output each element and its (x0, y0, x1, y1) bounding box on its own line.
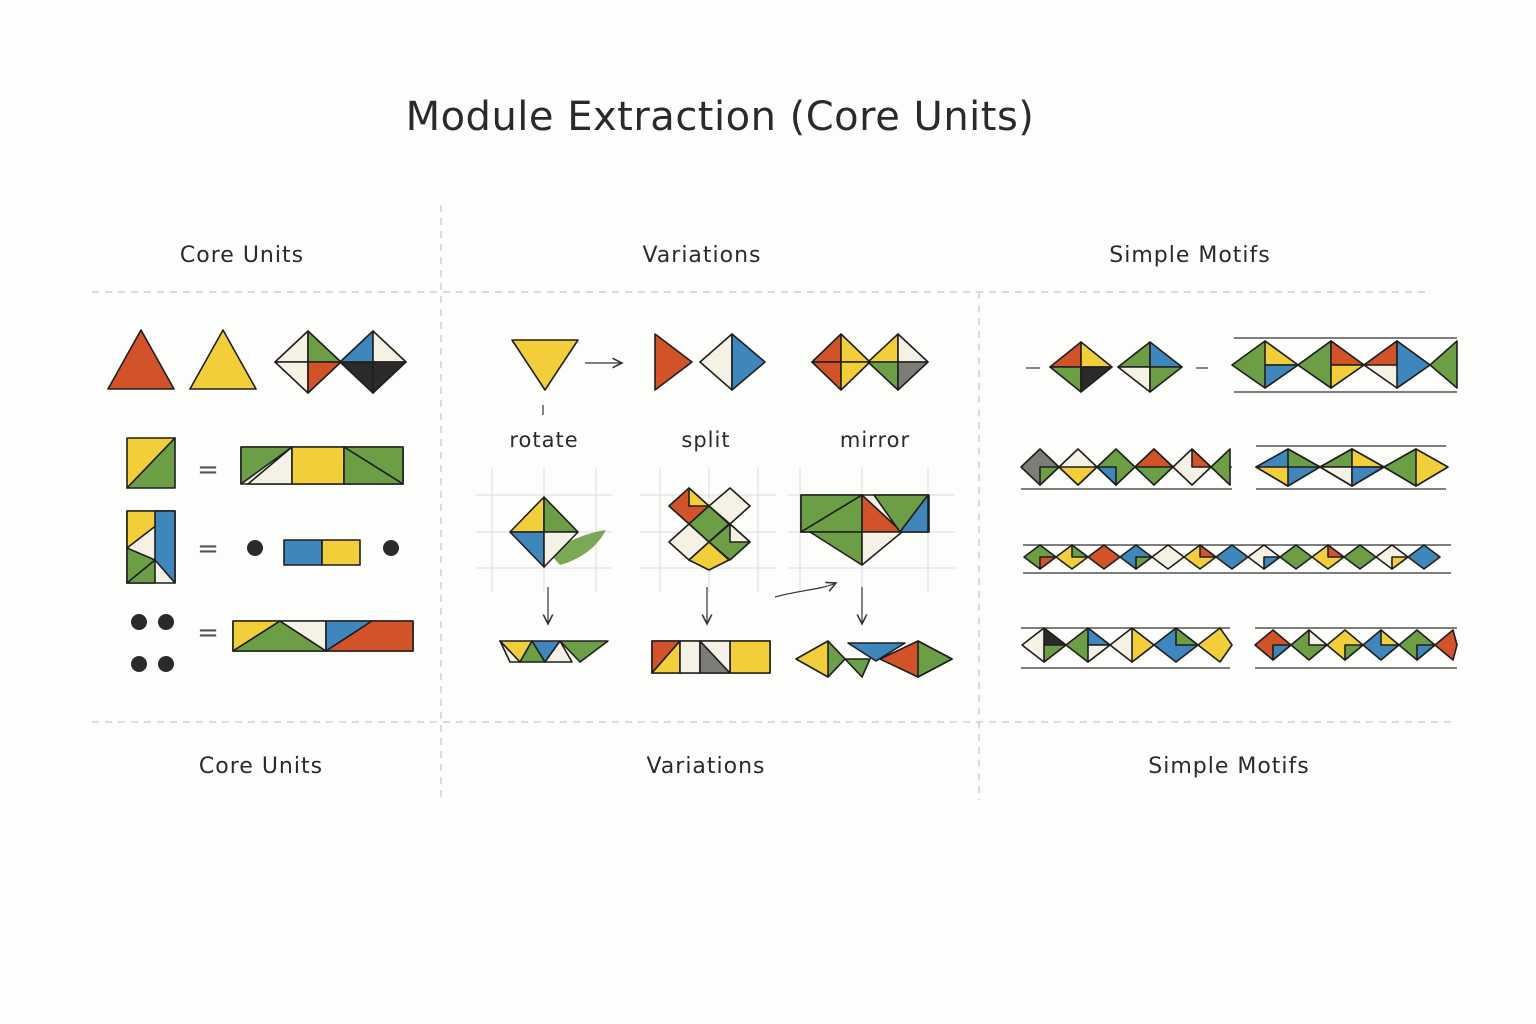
red-triangle-unit (107, 329, 175, 390)
rotate-result-strip (499, 640, 609, 663)
column-footer-variations: Variations (646, 754, 765, 779)
motif-band-3 (1023, 544, 1451, 574)
core-units-panel: = = = (107, 329, 414, 672)
variations-panel: rotate split mirror (476, 333, 955, 678)
split-square-unit (126, 437, 176, 489)
yellow-triangle-unit (189, 329, 257, 390)
equals-sign: = (197, 534, 219, 564)
column-header-core-units: Core Units (180, 243, 304, 268)
equals-sign: = (197, 455, 219, 485)
inverted-yellow-triangle (511, 339, 579, 391)
quartered-diamond-unit-b (339, 330, 407, 394)
motif-band-2a (1020, 448, 1232, 490)
red-right-triangle (654, 333, 693, 391)
operation-label-split: split (681, 428, 730, 452)
motif-diamond-a (1049, 341, 1113, 393)
diagram-title: Module Extraction (Core Units) (406, 94, 1035, 140)
split-diamond (699, 333, 766, 391)
column-header-variations: Variations (642, 243, 761, 268)
split-result-strip (651, 640, 771, 674)
column-footer-core-units: Core Units (199, 754, 323, 779)
rotated-diamond (509, 496, 606, 568)
simple-motifs-panel (1020, 337, 1458, 669)
quartered-diamond-unit-a (274, 330, 342, 394)
column-footer-simple-motifs: Simple Motifs (1148, 754, 1310, 779)
mirror-result-strip (795, 640, 953, 678)
four-dots-unit (131, 614, 174, 672)
equals-sign: = (197, 618, 219, 648)
mirrored-diamond-pair (811, 333, 929, 391)
operation-label-rotate: rotate (509, 428, 578, 452)
motif-diamond-b (1117, 341, 1183, 393)
motif-band-2b (1255, 445, 1449, 490)
motif-band-1 (1231, 337, 1458, 393)
column-header-simple-motifs: Simple Motifs (1109, 243, 1271, 268)
dot-marker (247, 540, 263, 556)
strip-unit-1 (240, 446, 404, 485)
folded-square-unit (126, 510, 176, 584)
split-diamond-cluster (668, 487, 751, 571)
operation-label-mirror: mirror (840, 428, 910, 452)
mirror-composite (800, 494, 930, 566)
dot-marker (383, 540, 399, 556)
section-dividers (92, 205, 1455, 800)
motif-band-4b (1254, 627, 1458, 669)
strip-unit-2 (283, 539, 361, 566)
strip-unit-3 (232, 620, 414, 652)
curved-arrow-icon (774, 583, 836, 598)
motif-band-4a (1021, 627, 1233, 669)
